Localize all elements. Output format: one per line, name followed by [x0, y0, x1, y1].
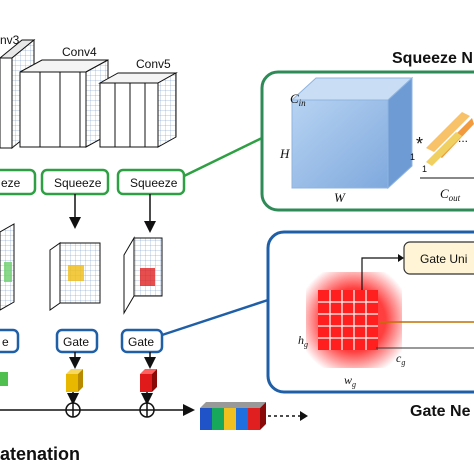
output-cube-left: [0, 372, 8, 386]
squeeze-left-label: eze: [1, 176, 21, 190]
concatenated-output: [200, 402, 266, 430]
conv4-label: Conv4: [62, 45, 97, 59]
gate-module-panel: [266, 230, 474, 394]
asterisk-label: *: [416, 134, 423, 154]
filter-sticks: [426, 112, 474, 166]
conv4-feature-block: [19, 59, 109, 148]
gate-conv5-label: Gate: [128, 335, 154, 349]
one-label-b: 1: [422, 164, 427, 174]
output-cube-yellow: [66, 369, 83, 392]
conv5-label: Conv5: [136, 57, 171, 71]
c-g-label: cg: [396, 351, 405, 367]
gate-map-left: [0, 223, 15, 311]
concatenation-label: atenation: [0, 444, 80, 464]
squeeze-module-panel: [260, 70, 474, 212]
squeeze-box-left: eze: [0, 168, 37, 196]
gate-map-conv4: [49, 242, 101, 311]
gate-box-conv5: Gate: [120, 328, 164, 354]
c-in-label: Cin: [290, 91, 306, 108]
concat-plus-icon: [65, 402, 81, 418]
gate-connector-line: [161, 298, 269, 337]
squeeze-conv4-label: Squeeze: [54, 176, 102, 190]
output-cube-red: [140, 369, 157, 392]
h-label: H: [279, 146, 290, 161]
squeeze-box-conv5: Squeeze: [116, 168, 186, 196]
h-g-label: hg: [298, 333, 308, 349]
c-out-label: Cout: [440, 186, 461, 203]
conv5-feature-block: [98, 72, 178, 148]
squeeze-module-title: Squeeze N: [392, 50, 473, 67]
conv3-label: nv3: [0, 33, 20, 47]
gate-conv4-label: Gate: [63, 335, 89, 349]
gate-box-conv4: Gate: [55, 328, 99, 354]
gate-module-title: Gate Ne: [410, 403, 471, 420]
gate-map-conv5: [123, 236, 163, 315]
squeeze-connector-line: [183, 136, 263, 178]
gate-box-left: e: [0, 328, 20, 354]
gate-left-label: e: [2, 335, 9, 349]
concat-plus-icon: [139, 402, 155, 418]
gate-unit-label: Gate Uni: [420, 252, 467, 266]
w-label: W: [334, 190, 346, 205]
one-label-a: 1: [410, 152, 415, 162]
dots-label: ...: [458, 131, 468, 145]
squeeze-conv5-label: Squeeze: [130, 176, 178, 190]
w-g-label: wg: [344, 373, 356, 389]
squeeze-box-conv4: Squeeze: [40, 168, 110, 196]
